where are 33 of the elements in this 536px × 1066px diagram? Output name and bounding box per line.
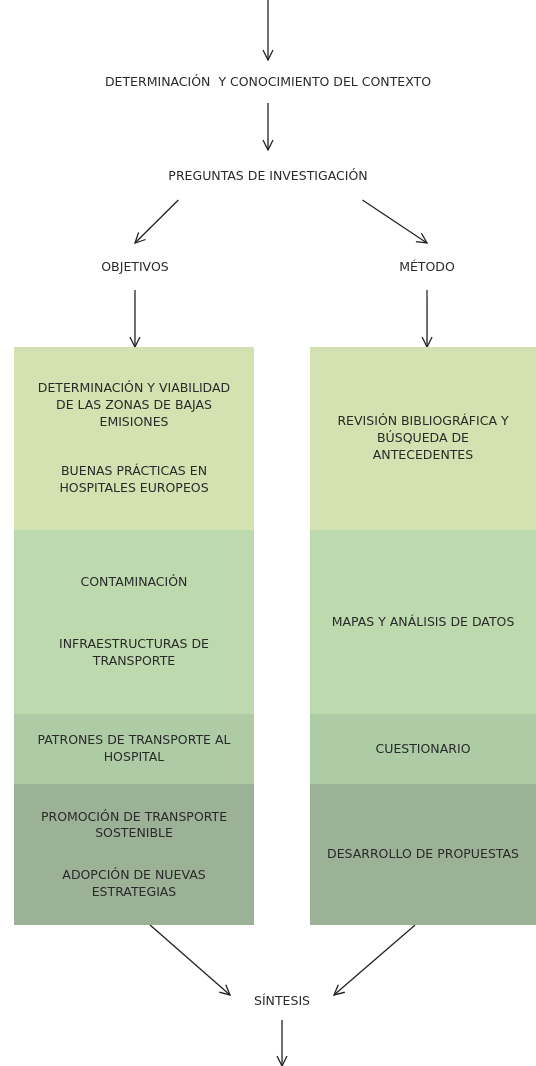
band-text: MAPAS Y ANÁLISIS DE DATOS [331, 613, 515, 631]
category-band [310, 347, 536, 530]
arrow [129, 289, 141, 348]
category-band [14, 784, 254, 925]
category-band [14, 347, 254, 530]
arrow [276, 1019, 288, 1066]
step-label: OBJETIVOS [101, 259, 169, 274]
category-band [310, 530, 536, 714]
band-text: BUENAS PRÁCTICAS EN HOSPITALES EUROPEOS [58, 463, 210, 498]
arrow [262, 0, 274, 61]
step-label: MÉTODO [399, 259, 455, 274]
arrow [262, 102, 274, 151]
arrow [149, 924, 231, 996]
step-label: DETERMINACIÓN Y CONOCIMIENTO DEL CONTEXTO [104, 74, 432, 89]
arrow [361, 199, 428, 244]
category-band [310, 784, 536, 925]
band-text: REVISIÓN BIBLIOGRÁFICA Y BÚSQUEDA DE ANTECEDENTES [336, 413, 510, 464]
category-band [14, 530, 254, 714]
category-band [14, 714, 254, 784]
band-text: PROMOCIÓN DE TRANSPORTE SOSTENIBLE [39, 808, 229, 843]
step-label: SÍNTESIS [253, 992, 311, 1008]
arrow [333, 924, 416, 996]
step-label: PREGUNTAS DE INVESTIGACIÓN [168, 167, 368, 183]
band-text: INFRAESTRUCTURAS DE TRANSPORTE [58, 635, 210, 670]
category-band [310, 714, 536, 784]
band-text: DETERMINACIÓN Y VIABILIDAD DE LAS ZONAS DE BAJAS EMISIONES [36, 379, 232, 431]
band-text: DESARROLLO DE PROPUESTAS [327, 846, 519, 863]
arrow [134, 199, 179, 244]
band-text: CONTAMINACIÓN [80, 574, 188, 592]
arrow [421, 289, 433, 348]
band-text: CUESTIONARIO [375, 740, 471, 758]
band-text: ADOPCIÓN DE NUEVAS ESTRATEGIAS [61, 866, 207, 901]
band-text: PATRONES DE TRANSPORTE AL HOSPITAL [36, 732, 232, 766]
